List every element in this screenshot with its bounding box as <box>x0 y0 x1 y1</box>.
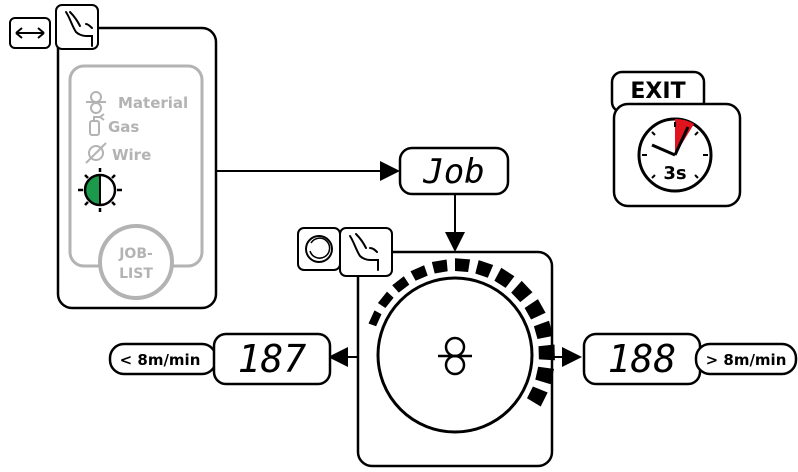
dial-segment <box>431 259 448 274</box>
gas-bottle-icon <box>89 113 105 136</box>
timer-clock-icon <box>637 117 713 193</box>
menu-item-wire[interactable]: Wire <box>85 142 151 164</box>
dial-panel <box>297 227 555 468</box>
dial-segment <box>377 291 394 308</box>
hand-turn-icon[interactable] <box>339 227 393 277</box>
menu-label-wire: Wire <box>112 146 151 164</box>
hand-press-icon[interactable] <box>55 4 99 50</box>
job-display: Job <box>398 146 510 196</box>
dial-segment <box>475 260 494 278</box>
left-speed-label: < 8m/min <box>120 351 201 369</box>
dial-segment <box>538 344 555 361</box>
menu-label-material: Material <box>118 94 188 112</box>
double-arrow-icon[interactable] <box>9 17 51 49</box>
menu-item-material[interactable]: Material <box>86 91 188 114</box>
dial-segment <box>455 258 471 272</box>
wire-diameter-icon <box>85 142 107 164</box>
timer-label: 3s <box>663 163 686 184</box>
job-list-button[interactable]: JOB- LIST <box>98 224 174 300</box>
exit-timer-badge: EXIT 3s <box>610 70 742 208</box>
dial-segment-ring <box>368 258 555 407</box>
dial-segment <box>494 267 515 288</box>
dial-segment <box>368 310 382 327</box>
rotary-knob-icon[interactable] <box>297 227 341 271</box>
dial-segment <box>535 366 554 385</box>
right-value-display: 188 > 8m/min <box>582 332 798 386</box>
exit-label: EXIT <box>630 79 685 104</box>
wire-spool-icon <box>86 91 106 114</box>
job-list-label-1: JOB- <box>118 246 153 262</box>
dial-segment <box>410 265 428 281</box>
job-display-text: Job <box>422 152 484 192</box>
dial-segment <box>524 299 546 320</box>
dial-segment <box>527 386 548 407</box>
menu-item-gas[interactable]: Gas <box>89 113 139 136</box>
dial-segment <box>533 320 554 339</box>
right-value-text: 188 <box>608 337 677 381</box>
control-panel: Material Gas Wire <box>9 4 218 310</box>
left-value-display: < 8m/min 187 <box>108 332 332 386</box>
wire-spool-icon <box>438 336 472 376</box>
dial-segment <box>511 280 533 303</box>
right-speed-label: > 8m/min <box>706 351 787 369</box>
half-lit-led-icon <box>78 168 122 212</box>
dial-segment <box>392 276 410 293</box>
left-value-text: 187 <box>238 337 307 381</box>
job-list-label-2: LIST <box>119 266 153 282</box>
menu-label-gas: Gas <box>108 118 139 136</box>
